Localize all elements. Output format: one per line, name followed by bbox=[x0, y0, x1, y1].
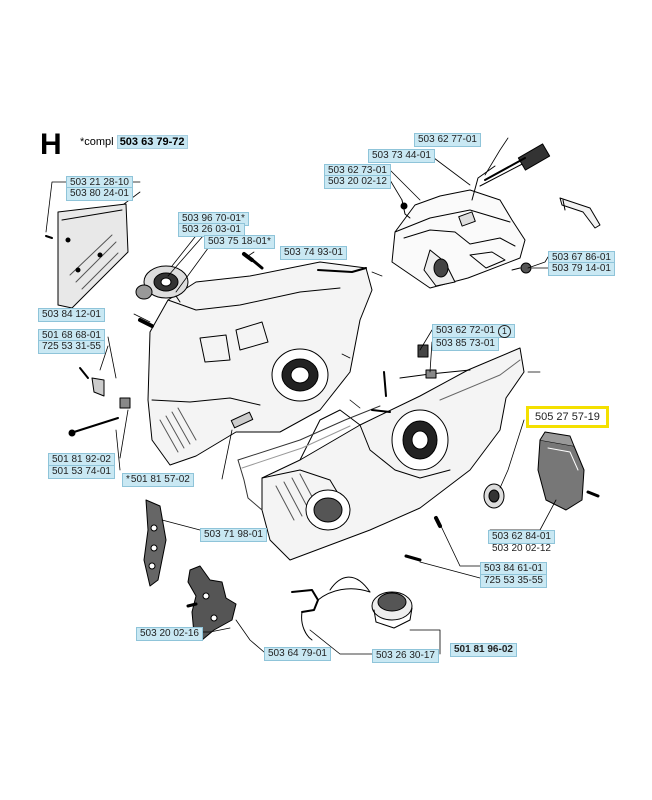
part-label-text: 503 96 70-01 bbox=[182, 213, 241, 224]
part-label-503-84-12-01[interactable]: 503 84 12-01 bbox=[38, 308, 105, 322]
part-label-503-74-93-01[interactable]: 503 74 93-01 bbox=[280, 246, 347, 260]
part-label-text: 503 75 18-01 bbox=[208, 236, 267, 247]
compl-part-number[interactable]: 503 63 79-72 bbox=[116, 135, 188, 149]
asterisk-marker: * bbox=[126, 474, 130, 485]
compl-reference: *compl 503 63 79-72 bbox=[80, 135, 188, 149]
part-label-503-80-24-01[interactable]: 503 80 24-01 bbox=[66, 187, 133, 201]
part-label-501-81-96-02[interactable]: 501 81 96-02 bbox=[450, 643, 517, 657]
spike-plate-drawing bbox=[143, 499, 167, 587]
bumper-spike-drawing bbox=[186, 565, 237, 641]
side-cover-drawing bbox=[537, 431, 600, 511]
fasteners-right-drawing bbox=[371, 371, 442, 562]
part-label-503-26-30-17[interactable]: 503 26 30-17 bbox=[372, 649, 439, 663]
part-label-503-20-02-16[interactable]: 503 20 02-16 bbox=[136, 627, 203, 641]
part-label-503-20-02-12-plain[interactable]: 503 20 02-12 bbox=[492, 543, 551, 554]
part-label-501-81-57-02[interactable]: *501 81 57-02 bbox=[122, 473, 194, 487]
asterisk-marker: * bbox=[240, 213, 245, 224]
left-crankcase-drawing bbox=[147, 261, 373, 466]
part-label-503-75-18-01[interactable]: 503 75 18-01* bbox=[204, 235, 275, 249]
gasket-drawing bbox=[237, 405, 381, 511]
heat-shield-drawing bbox=[45, 203, 129, 309]
part-label-725-53-31-55[interactable]: 725 53 31-55 bbox=[38, 340, 105, 354]
part-label-503-85-73-01[interactable]: 503 85 73-01 bbox=[432, 337, 499, 351]
right-crankcase-drawing bbox=[261, 344, 525, 561]
section-letter: H bbox=[40, 128, 62, 161]
part-label-503-73-44-01[interactable]: 503 73 44-01 bbox=[368, 149, 435, 163]
part-label-text: 501 81 57-02 bbox=[130, 474, 190, 485]
part-label-text: 503 62 72-01 bbox=[436, 325, 495, 336]
part-label-503-20-02-12[interactable]: 503 20 02-12 bbox=[324, 175, 391, 189]
part-label-505-27-57-19-highlighted[interactable]: 505 27 57-19 bbox=[526, 406, 609, 428]
part-label-725-53-35-55[interactable]: 725 53 35-55 bbox=[480, 574, 547, 588]
part-label-503-62-77-01[interactable]: 503 62 77-01 bbox=[414, 133, 481, 147]
fasteners-left-drawing bbox=[68, 252, 264, 437]
part-label-503-62-84-01[interactable]: 503 62 84-01 bbox=[488, 530, 555, 544]
fuel-cap-drawing bbox=[291, 576, 413, 641]
part-label-503-79-14-01[interactable]: 503 79 14-01 bbox=[548, 262, 615, 276]
circled-number-marker: 1 bbox=[497, 325, 511, 338]
part-label-503-71-98-01[interactable]: 503 71 98-01 bbox=[200, 528, 267, 542]
carburetor-housing-drawing bbox=[391, 143, 601, 289]
seal-right-drawing bbox=[483, 483, 505, 509]
part-label-503-64-79-01[interactable]: 503 64 79-01 bbox=[264, 647, 331, 661]
compl-prefix: *compl bbox=[80, 136, 114, 148]
asterisk-marker: * bbox=[266, 236, 271, 247]
part-label-501-53-74-01[interactable]: 501 53 74-01 bbox=[48, 465, 115, 479]
